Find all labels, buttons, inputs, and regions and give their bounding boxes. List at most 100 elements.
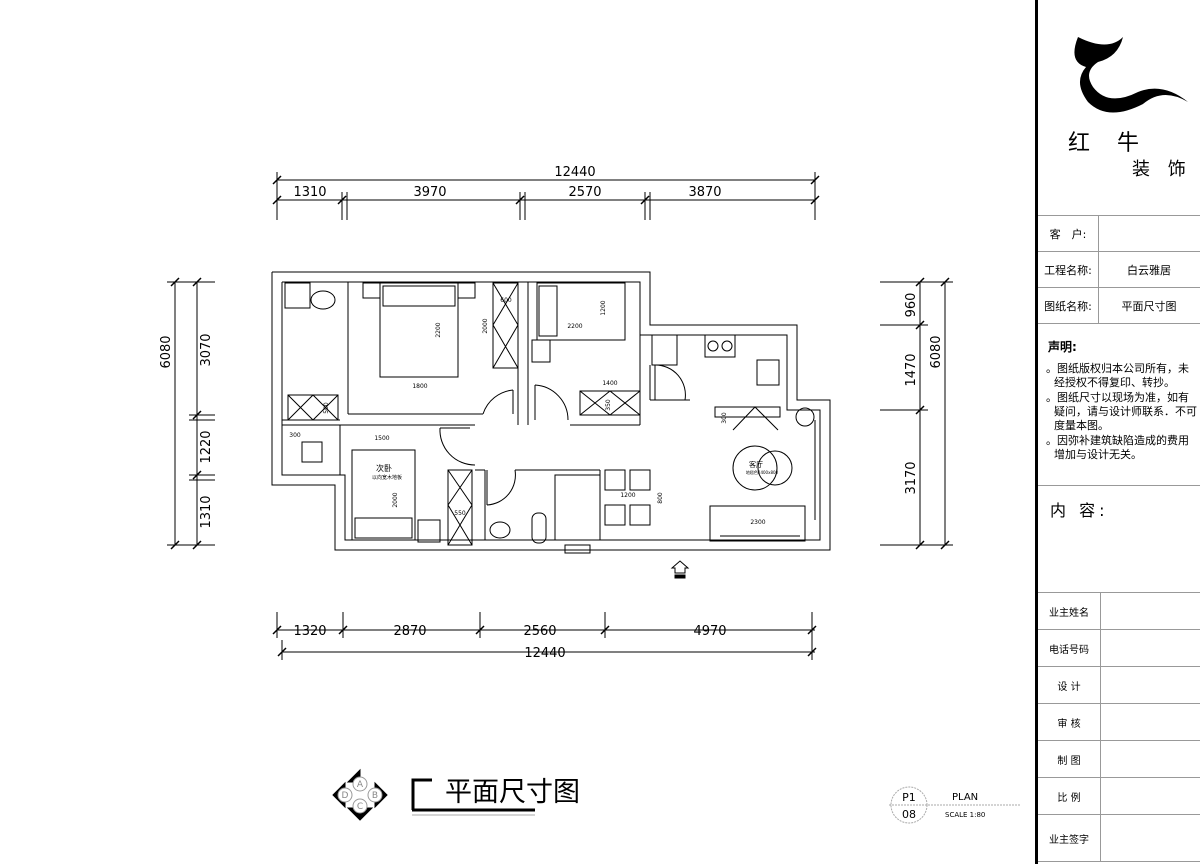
dim-bottom-2: 2870 (393, 624, 426, 639)
project-value: 白云雅居 (1127, 264, 1171, 277)
declaration-title: 声明: (1048, 340, 1077, 354)
dim-right-total: 6080 (929, 335, 944, 368)
compass-b: B (372, 791, 378, 801)
dim-right-2: 1470 (904, 353, 919, 386)
label-cabinet2: 1400 (602, 380, 617, 387)
compass-icon: A B C D (332, 768, 388, 821)
sofa (709, 505, 806, 542)
dim-top-1: 1310 (293, 185, 326, 200)
field-review: 审 核 (1038, 704, 1101, 740)
compass-d: D (342, 791, 349, 801)
rug (732, 445, 778, 491)
bedroom3-wardrobe (447, 469, 473, 546)
doors (439, 364, 686, 506)
content-label: 内 容: (1050, 501, 1109, 520)
compass-a: A (357, 780, 364, 790)
label-bed2-w: 2200 (567, 323, 582, 330)
dim-left-2: 1220 (199, 430, 214, 463)
shower (554, 474, 601, 541)
dim-left-total: 6080 (159, 335, 174, 368)
plan-number: P1 (902, 791, 916, 804)
label-second-bedroom: 次卧 (376, 463, 392, 473)
dim-bottom-total: 12440 (524, 646, 565, 661)
declaration-item: 。因弥补建筑缺陷造成的费用增加与设计无关。 (1046, 434, 1189, 461)
master-wardrobe (492, 282, 519, 369)
label-wardrobe-l: 2000 (482, 318, 489, 333)
drawing-title-text: 平面尺寸图 (445, 777, 580, 808)
label-master-bed-l: 2200 (435, 322, 442, 337)
stove (704, 334, 736, 358)
top-dimension (272, 172, 820, 220)
floor-plan-drawing: 12440 1310 3970 2570 3870 1320 2870 2560… (159, 165, 1020, 824)
master-bed (379, 282, 459, 378)
drawing-value: 平面尺寸图 (1121, 299, 1177, 313)
dim-left-3: 1310 (199, 495, 214, 528)
dim-left-1: 3070 (199, 333, 214, 366)
bottom-dimension (272, 612, 817, 660)
dim-top-4: 3870 (688, 185, 721, 200)
label-tv-d: 300 (721, 412, 728, 424)
label-second-bedroom-note: 以向宽木地板 (372, 474, 402, 481)
company-subtitle: 装 饰 (1132, 159, 1192, 180)
plant (795, 407, 815, 427)
label-dining-w: 1200 (620, 492, 635, 499)
bedroom2-bed (536, 282, 626, 341)
entrance-icon (670, 560, 690, 579)
bath-cabinet (287, 394, 339, 421)
dim-top-3: 2570 (568, 185, 601, 200)
bedroom3-bed (351, 449, 416, 541)
company-logo (1074, 37, 1188, 113)
dim-bottom-4: 4970 (693, 624, 726, 639)
dim-right-1: 960 (904, 293, 919, 318)
fridge (651, 334, 678, 366)
plan-sheet: 08 (902, 808, 916, 821)
field-owner-name: 业主姓名 (1038, 593, 1101, 629)
toilet (531, 512, 547, 544)
label-cabinet2-d: 350 (605, 399, 612, 411)
plan-name: PLAN (952, 792, 978, 803)
kitchen-sink (756, 359, 780, 386)
drawing-label: 图纸名称: (1038, 288, 1099, 323)
declaration-item: 。图纸版权归本公司所有，未经授权不得复印、转抄。 (1046, 362, 1189, 389)
label-wardrobe-w: 600 (500, 297, 512, 304)
field-design: 设 计 (1038, 667, 1101, 703)
label-dining-d: 800 (657, 492, 664, 504)
plan-stamp: P1 08 PLAN SCALE 1:80 (889, 786, 1020, 824)
company-name: 红 牛 (1068, 131, 1149, 156)
drawing-row: 图纸名称: 平面尺寸图 (1038, 287, 1200, 324)
tv-cabinet (714, 406, 781, 418)
dim-bottom-3: 2560 (523, 624, 556, 639)
label-bed3-w: 1500 (374, 435, 389, 442)
field-scale: 比 例 (1038, 778, 1101, 814)
title-block (1035, 0, 1200, 864)
right-dimension (880, 277, 953, 550)
dim-top-2: 3970 (413, 185, 446, 200)
walls (271, 271, 831, 551)
label-left-small: 300 (289, 432, 301, 439)
label-bed2-l: 1200 (600, 300, 607, 315)
declaration-item: 。图纸尺寸以现场为准，如有疑问，请与设计师联系．不可度量本图。 (1046, 391, 1197, 432)
label-living-room: 客厅 (749, 460, 763, 469)
washer (284, 282, 311, 309)
field-phone: 电话号码 (1038, 630, 1101, 666)
wash-basin (489, 521, 511, 539)
sink (310, 290, 336, 310)
label-bath-cabinet: 500 (323, 402, 330, 414)
dim-bottom-1: 1320 (293, 624, 326, 639)
client-value (1098, 216, 1200, 252)
dim-right-3: 3170 (904, 461, 919, 494)
drawing-title: 平面尺寸图 (411, 777, 580, 816)
plan-scale: SCALE 1:80 (945, 811, 985, 819)
label-master-bed-w: 1800 (412, 383, 427, 390)
client-label: 客 户: (1038, 216, 1099, 252)
project-label: 工程名称: (1038, 252, 1099, 288)
label-living-note: 地毯色2400x800 (746, 469, 779, 475)
signature-fields: 业主姓名 电话号码 设 计 审 核 制 图 比 例 业主签字 (1038, 592, 1200, 862)
label-bed3-l: 2000 (392, 492, 399, 507)
client-row: 客 户: (1038, 215, 1200, 252)
label-sofa-w: 2300 (750, 519, 765, 526)
project-row: 工程名称: 白云雅居 (1038, 251, 1200, 288)
field-owner-signature: 业主签字 (1038, 815, 1101, 861)
declaration: 声明: 。图纸版权归本公司所有，未经授权不得复印、转抄。 。图纸尺寸以现场为准，… (1040, 340, 1198, 463)
stool (301, 441, 323, 463)
